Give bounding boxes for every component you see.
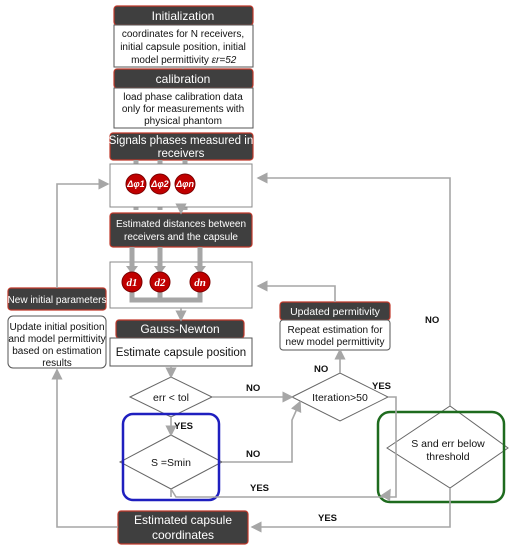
distance-label-2: d2 <box>155 277 167 289</box>
updated-perm-line2: new model permittivity <box>286 337 385 348</box>
output-block: Estimated capsule coordinates <box>117 510 249 545</box>
updated-perm-title: Updated permitivity <box>290 306 381 318</box>
new-params-block: New initial parameters Update initial po… <box>7 287 107 369</box>
label-errtol-yes: YES <box>174 421 193 432</box>
arrow-to-threshold <box>380 488 391 502</box>
gauss-newton-body <box>109 337 253 367</box>
gauss-newton-text: Estimate capsule position <box>116 347 246 359</box>
calibration-line1: load phase calibration data <box>123 92 243 103</box>
initialization-body <box>113 24 254 68</box>
distances-block: Estimated distances between receivers an… <box>109 212 253 248</box>
signals-line1: Signals phases measured in <box>109 135 253 147</box>
phase-label-2: Δφ2 <box>150 179 168 189</box>
output-line2: coordinates <box>152 528 214 542</box>
initialization-line3: model permittivity <box>131 55 209 66</box>
phase-node-n <box>174 173 196 195</box>
s-smin-text: S =Smin <box>151 457 191 469</box>
label-iteration-yes: YES <box>372 381 391 392</box>
iteration-text: Iteration>50 <box>312 392 368 404</box>
distances-line1: Estimated distances between <box>116 219 246 230</box>
label-errtol-no: NO <box>246 383 260 394</box>
arrow-threshold-yes <box>250 488 451 533</box>
edge-labels: NO YES NO YES NO YES NO YES <box>174 315 439 524</box>
arrow-newparams-loop <box>56 178 110 288</box>
arrow-smin-no <box>222 400 302 463</box>
phase-node-1 <box>125 173 147 195</box>
arrowhead-dn <box>194 266 206 274</box>
arrow-output-newparams <box>51 368 118 528</box>
phase-label-1: Δφ1 <box>126 179 144 189</box>
distance-node-2 <box>149 271 171 293</box>
new-params-body <box>7 315 107 369</box>
calibration-line2: only for measurements with <box>122 104 244 115</box>
new-params-title: New initial parameters <box>8 295 107 306</box>
label-threshold-yes: YES <box>318 513 337 524</box>
new-params-line3: based on estimation <box>12 346 102 357</box>
threshold-line2: threshold <box>426 451 469 463</box>
phase-label-n: Δφn <box>175 179 194 189</box>
s-smin-decision: S =Smin <box>118 434 224 490</box>
signals-line2: receivers <box>158 148 205 160</box>
calibration-block: calibration load phase calibration data … <box>113 68 254 129</box>
distance-node-n <box>189 271 211 293</box>
arrowhead-d1 <box>126 266 138 274</box>
updated-perm-block: Updated permitivity Repeat estimation fo… <box>279 301 391 351</box>
gauss-newton-title: Gauss-Newton <box>140 322 219 336</box>
calibration-body <box>113 87 254 129</box>
initialization-title: Initialization <box>152 9 215 23</box>
blue-highlight-box <box>121 412 221 502</box>
phase-nodes: Δφ1 Δφ2 Δφn <box>125 173 196 195</box>
distance-node-1 <box>121 271 143 293</box>
flow-arrows <box>51 67 451 533</box>
arrowhead-d2 <box>154 266 166 274</box>
iteration-decision: Iteration>50 <box>290 372 390 422</box>
signals-header <box>109 132 254 161</box>
label-threshold-no: NO <box>425 315 439 326</box>
initialization-line2: initial capsule position, initial <box>120 42 246 53</box>
label-iteration-no: NO <box>314 364 328 375</box>
phase-node-2 <box>149 173 171 195</box>
arrow-perm-loop <box>256 280 336 302</box>
updated-perm-line1: Repeat estimation for <box>287 325 383 336</box>
initialization-line1: coordinates for N receivers, <box>122 29 244 40</box>
initialization-block: Initialization coordinates for N receive… <box>113 5 254 68</box>
output-line1: Estimated capsule <box>134 513 232 527</box>
arrow-threshold-no <box>256 172 451 406</box>
distance-connectors-bottom <box>129 292 203 303</box>
gauss-newton-block: Gauss-Newton Estimate capsule position <box>109 319 253 367</box>
initialization-permittivity: εr=52 <box>212 55 237 66</box>
distance-label-n: dn <box>194 277 206 289</box>
calibration-line3: physical phantom <box>144 116 222 127</box>
distances-line2: receivers and the capsule <box>124 232 238 243</box>
arrow-iteration-yes <box>170 396 397 498</box>
new-params-line1: Update initial position <box>9 322 104 333</box>
distance-nodes: d1 d2 dn <box>121 271 211 293</box>
threshold-line1: S and err below <box>411 438 485 450</box>
calibration-title: calibration <box>156 72 211 86</box>
err-tol-decision: err < tol <box>128 376 214 418</box>
threshold-diamond <box>386 405 509 489</box>
new-params-line4: results <box>42 358 71 369</box>
green-highlight-box <box>376 410 506 504</box>
distance-label-1: d1 <box>127 277 138 289</box>
label-smin-no: NO <box>246 449 260 460</box>
signals-block: Signals phases measured in receivers <box>109 132 254 161</box>
err-tol-text: err < tol <box>153 392 189 404</box>
label-smin-yes: YES <box>250 483 269 494</box>
new-params-line2: and model permittivity <box>8 334 105 345</box>
threshold-decision: S and err below threshold <box>386 405 509 489</box>
